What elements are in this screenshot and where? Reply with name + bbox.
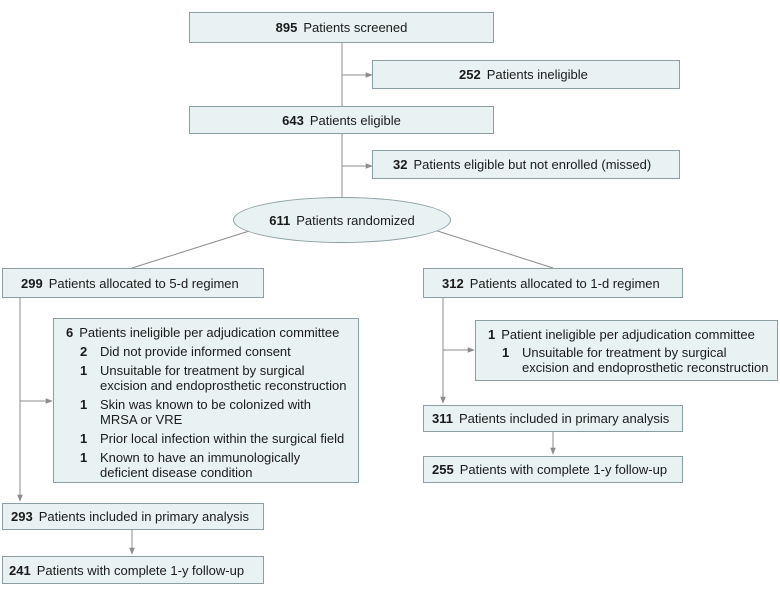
screened-label: Patients screened — [303, 20, 408, 35]
eligible-count: 643 — [282, 112, 304, 128]
eligible-label: Patients eligible — [309, 112, 401, 128]
arm1-allocated-label: Patients allocated to 1-d regimen — [469, 275, 660, 291]
randomized-label: Patients randomized — [296, 212, 415, 228]
arm1-excluded-header: 1 Patient ineligible per adjudication co… — [488, 327, 777, 342]
screened-box: 895 Patients screened — [189, 12, 494, 43]
arm5-reason-item: 1 Skin was known to be colonized with MR… — [80, 397, 312, 427]
arm5-reason-item: 2 Did not provide informed consent — [80, 344, 291, 359]
arm5-excluded-header: 6 Patients ineligible per adjudication c… — [66, 325, 358, 340]
arm5-excluded-count: 6 — [66, 325, 74, 340]
arm5-reason-item: 1 Known to have an immunologically defic… — [80, 450, 301, 480]
arm1-primary-box: 311 Patients included in primary analysi… — [423, 405, 683, 432]
arm5-allocated-box: 299 Patients allocated to 5-d regimen — [2, 268, 264, 298]
arm5-reason-item: 1 Unsuitable for treatment by surgical e… — [80, 363, 347, 393]
arm1-excluded-count: 1 — [488, 327, 496, 342]
arm1-reason-item: 1 Unsuitable for treatment by surgical e… — [502, 345, 769, 375]
missed-label: Patients eligible but not enrolled (miss… — [413, 157, 652, 172]
ineligible-count: 252 — [459, 67, 481, 82]
randomized-ellipse: 611 Patients randomized — [233, 197, 451, 243]
arm5-primary-count: 293 — [11, 509, 33, 524]
arm1-excluded-label: Patient ineligible per adjudication comm… — [501, 327, 755, 342]
arm5-reason-item: 1 Prior local infection within the surgi… — [80, 431, 345, 446]
arm5-excluded-box: 6 Patients ineligible per adjudication c… — [53, 318, 359, 483]
arm1-primary-count: 311 — [432, 411, 453, 426]
screened-count: 895 — [275, 20, 298, 35]
arm1-allocated-count: 312 — [442, 275, 464, 291]
arm1-followup-box: 255 Patients with complete 1-y follow-up — [423, 456, 683, 483]
missed-count: 32 — [393, 157, 408, 172]
connector-randomized-arm1 — [424, 226, 554, 269]
arm5-excluded-label: Patients ineligible per adjudication com… — [79, 325, 340, 340]
arm5-followup-label: Patients with complete 1-y follow-up — [36, 562, 245, 578]
connector-randomized-arm5 — [131, 226, 263, 269]
ineligible-box: 252 Patients ineligible — [372, 60, 680, 89]
arm5-allocated-label: Patients allocated to 5-d regimen — [48, 275, 239, 291]
arm5-followup-count: 241 — [9, 562, 31, 578]
arm1-allocated-box: 312 Patients allocated to 1-d regimen — [423, 268, 683, 298]
ineligible-label: Patients ineligible — [486, 67, 588, 82]
missed-box: 32 Patients eligible but not enrolled (m… — [372, 150, 680, 179]
arm1-excluded-box: 1 Patient ineligible per adjudication co… — [475, 320, 778, 381]
randomized-count: 611 — [269, 212, 291, 228]
arm1-followup-count: 255 — [432, 462, 454, 477]
arm5-primary-box: 293 Patients included in primary analysi… — [2, 503, 264, 530]
arm5-followup-box: 241 Patients with complete 1-y follow-up — [2, 556, 264, 584]
eligible-box: 643 Patients eligible — [189, 106, 494, 134]
arm5-primary-label: Patients included in primary analysis — [38, 509, 249, 524]
arm1-followup-label: Patients with complete 1-y follow-up — [459, 462, 668, 477]
arm5-allocated-count: 299 — [21, 275, 43, 291]
arm1-primary-label: Patients included in primary analysis — [458, 411, 670, 426]
